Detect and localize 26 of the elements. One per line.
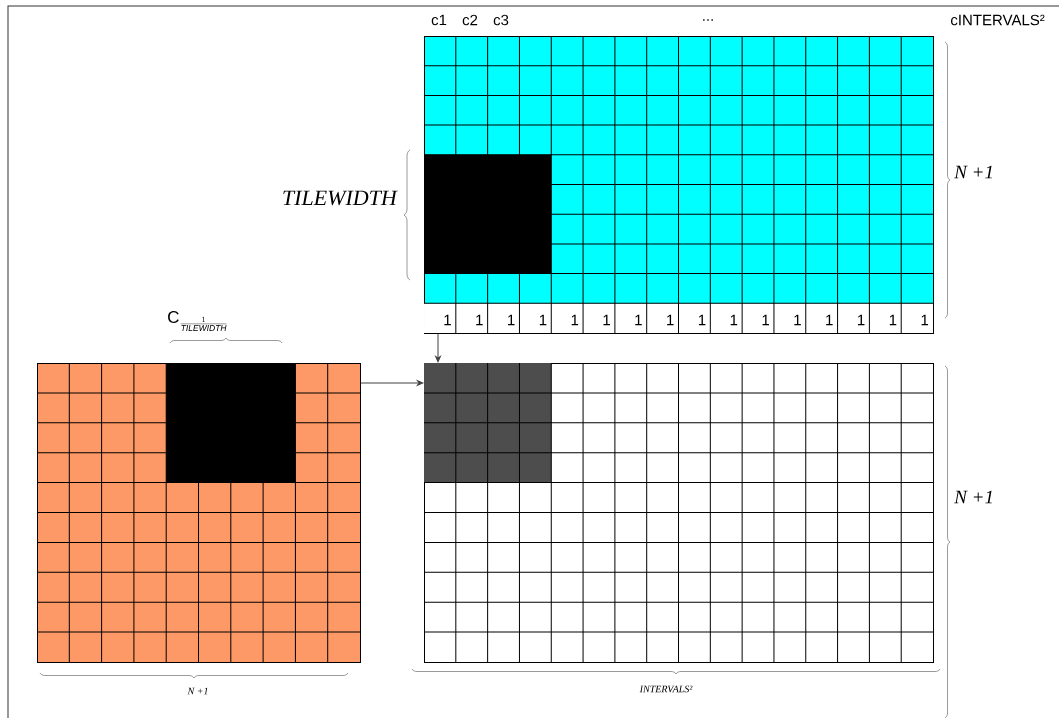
cell-value: 1 (476, 314, 483, 326)
arrow (435, 333, 441, 363)
cell-value: 1 (508, 314, 515, 326)
cell-value: 1 (667, 314, 674, 326)
ellipsis: ... (703, 19, 713, 21)
cell-value: 1 (762, 314, 769, 326)
cell-value: 1 (730, 314, 738, 326)
cell-value: 1 (635, 314, 642, 326)
arrow (360, 380, 424, 386)
dimension-label: INTERVALS² (639, 685, 693, 693)
cell-value: 1 (603, 314, 610, 326)
grid (423, 35, 934, 334)
dimension-label: TILEWIDTH (283, 190, 398, 206)
cell-value: 1 (826, 314, 833, 326)
dimension-label: N +1 (187, 687, 208, 695)
grid (36, 362, 361, 663)
cell-value: 1 (889, 314, 897, 326)
cell-value: 1 (539, 314, 547, 326)
dimension-label: N +1 (954, 165, 992, 179)
cell-value: 1 (571, 314, 579, 326)
cell-value: 1 (444, 314, 451, 326)
cell-value: 1 (858, 314, 865, 326)
grid (423, 362, 934, 663)
cell-value: 1 (698, 314, 706, 326)
cell-value: 1 (794, 314, 801, 326)
cell-value: 1 (921, 314, 929, 326)
